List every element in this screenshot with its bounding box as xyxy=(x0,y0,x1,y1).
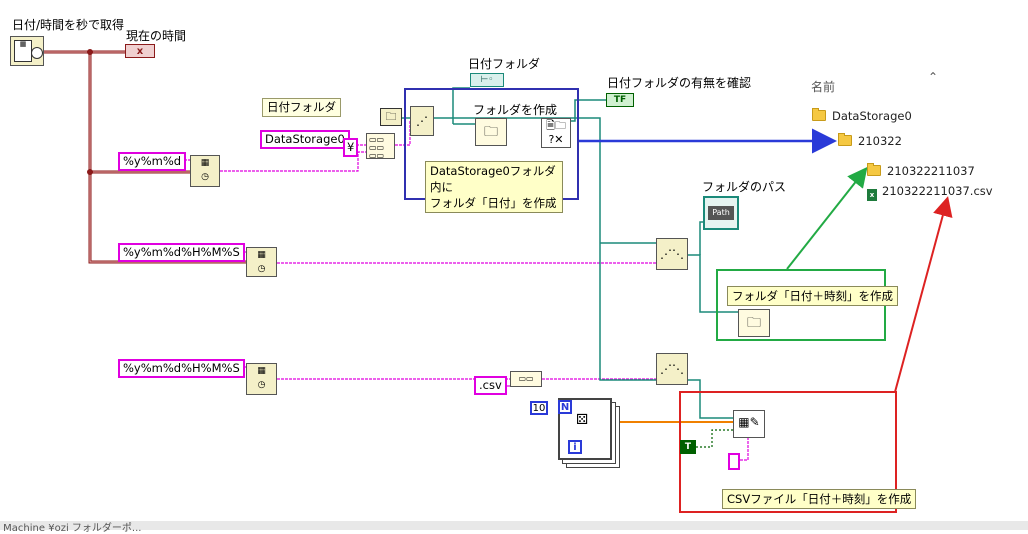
clock-icon xyxy=(31,47,43,59)
red-arrow xyxy=(894,196,953,393)
loop-count-constant[interactable]: 10 xyxy=(530,401,548,415)
new-folder-icon: 🗀 xyxy=(484,124,498,140)
date-folder-exists-label: 日付フォルダの有無を確認 xyxy=(607,76,752,90)
app-directory-node[interactable]: 🗀 xyxy=(380,108,402,126)
date-folder-path-indicator[interactable]: ⊢◦ xyxy=(470,73,504,87)
loop-count-terminal: N xyxy=(558,400,572,414)
format-date-time-node-3[interactable]: ▦◷ xyxy=(246,363,277,395)
date-format-constant[interactable]: %y%m%d xyxy=(118,152,187,171)
create-folder-node-2[interactable]: 🗀 xyxy=(738,309,770,337)
file-tree-item[interactable]: 210322211037 xyxy=(867,163,975,178)
folder-icon: 🗀 xyxy=(385,110,397,123)
format-date-time-node-1[interactable]: ▦◷ xyxy=(190,155,220,187)
concatenate-icon: ▭▭ xyxy=(518,374,534,383)
format-date-time-node-2[interactable]: ▦◷ xyxy=(246,247,277,277)
folder-path-indicator[interactable]: Path xyxy=(703,196,739,230)
tf-indicator[interactable]: TF xyxy=(606,93,634,107)
datastorage-constant[interactable]: DataStorage0 xyxy=(260,130,350,149)
footer-text: Machine ¥ozi フォルダーポ... xyxy=(0,523,142,534)
get-date-time-node[interactable]: ▦ xyxy=(10,36,44,66)
date-folder-top-label: 日付フォルダ xyxy=(468,57,541,71)
path-icon: ⊢◦ xyxy=(480,75,494,85)
new-folder-icon: 🗀 xyxy=(747,315,761,331)
csv-file-icon: x xyxy=(867,189,877,201)
check-if-exists-node[interactable]: 🗎🗀?✕ xyxy=(541,118,571,148)
empty-string-constant[interactable] xyxy=(728,453,740,470)
name-column-header: 名前 xyxy=(811,80,836,94)
csv-extension-constant[interactable]: .csv xyxy=(474,376,507,395)
concatenate-icon: ▭▭▭▭▭▭ xyxy=(369,135,385,160)
collapse-chevron-icon[interactable]: ⌃ xyxy=(928,70,939,84)
current-time-label: 現在の時間 xyxy=(126,29,187,43)
get-date-time-label: 日付/時間を秒で取得 xyxy=(12,18,125,32)
calendar-clock-icon: ▦◷ xyxy=(257,250,266,274)
yen-constant[interactable]: ¥ xyxy=(343,138,359,157)
concatenate-strings-node[interactable]: ▭▭▭▭▭▭ xyxy=(366,133,395,160)
build-path-icon: ⋰⋱ xyxy=(660,247,684,261)
file-check-icon: 🗎🗀?✕ xyxy=(546,119,566,146)
bool-wire xyxy=(696,429,733,448)
folder-icon xyxy=(812,108,826,121)
build-path-node-3[interactable]: ⋰⋱ xyxy=(656,353,688,385)
concatenate-strings-node-2[interactable]: ▭▭ xyxy=(510,371,542,387)
file-tree-item[interactable]: DataStorage0 xyxy=(812,108,912,123)
build-path-node-2[interactable]: ⋰⋱ xyxy=(656,238,688,270)
folder-icon xyxy=(867,163,881,176)
for-loop-structure[interactable]: ⚄ xyxy=(558,398,612,460)
calendar-clock-icon: ▦◷ xyxy=(200,158,210,182)
wire-junction xyxy=(87,169,93,175)
file-tree-item[interactable]: 210322 xyxy=(838,133,902,148)
horizontal-scrollbar[interactable] xyxy=(0,521,1028,530)
datetime-format-constant-1[interactable]: %y%m%d%H%M%S xyxy=(118,243,245,262)
red-note: CSVファイル「日付＋時刻」を作成 xyxy=(722,489,917,509)
green-note: フォルダ「日付＋時刻」を作成 xyxy=(727,286,898,306)
calendar-clock-icon: ▦◷ xyxy=(257,366,266,390)
folder-path-label: フォルダのパス xyxy=(702,180,787,194)
loop-iteration-terminal: i xyxy=(568,440,582,454)
bool-true-constant[interactable]: T xyxy=(680,440,696,454)
spreadsheet-write-icon: ▦✎ xyxy=(738,415,760,429)
create-folder-node-1[interactable]: 🗀 xyxy=(475,118,507,146)
build-path-icon: ⋰ xyxy=(416,114,428,128)
datetime-format-constant-2[interactable]: %y%m%d%H%M%S xyxy=(118,359,245,378)
date-folder-label: 日付フォルダ xyxy=(262,98,341,117)
build-path-node-1[interactable]: ⋰ xyxy=(410,106,434,136)
blue-note: DataStorage0フォルダ内に フォルダ「日付」を作成 xyxy=(425,161,563,213)
build-path-icon: ⋰⋱ xyxy=(660,362,684,376)
green-arrow xyxy=(786,166,868,270)
folder-icon xyxy=(838,133,852,146)
current-time-indicator[interactable]: x xyxy=(125,44,155,58)
calendar-icon: ▦ xyxy=(14,40,32,62)
write-spreadsheet-node[interactable]: ▦✎ xyxy=(733,410,765,438)
random-dice-icon: ⚄ xyxy=(576,412,589,428)
create-folder-label: フォルダを作成 xyxy=(473,103,558,117)
wire-junction xyxy=(87,49,93,55)
